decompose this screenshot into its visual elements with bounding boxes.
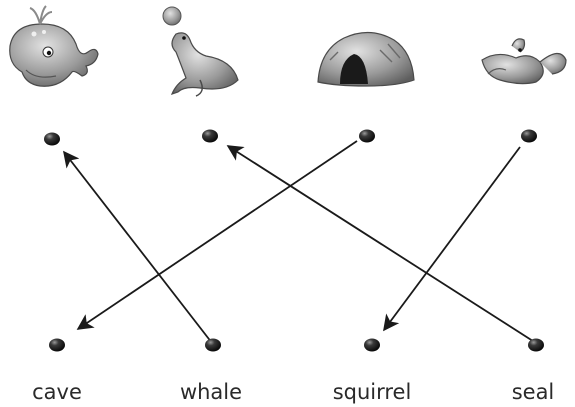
dot-top-whale[interactable] <box>44 132 60 146</box>
word-cave: cave <box>32 380 82 404</box>
word-whale: whale <box>180 380 242 404</box>
squirrel-icon <box>481 38 567 85</box>
arrow-squirrel-to-squirrel <box>383 146 521 332</box>
dot-bottom-whale[interactable] <box>205 338 221 352</box>
bottom-dots <box>49 338 544 352</box>
arrow-seal-to-seal <box>226 145 537 344</box>
arrow-cave-to-cave <box>76 140 358 330</box>
cave-icon <box>317 31 415 87</box>
whale-icon <box>9 5 99 87</box>
top-dots <box>44 129 537 146</box>
seal-icon <box>162 6 239 97</box>
dot-top-squirrel[interactable] <box>521 129 537 143</box>
arrow-whale-to-whale <box>63 150 213 344</box>
word-labels: cave whale squirrel seal <box>32 380 554 404</box>
dot-top-seal[interactable] <box>202 129 218 143</box>
dot-bottom-squirrel[interactable] <box>364 338 380 352</box>
word-seal: seal <box>512 380 555 404</box>
connection-lines <box>63 140 537 344</box>
dot-bottom-cave[interactable] <box>49 338 65 352</box>
dot-top-cave[interactable] <box>359 129 375 143</box>
dot-bottom-seal[interactable] <box>528 338 544 352</box>
word-squirrel: squirrel <box>333 380 412 404</box>
